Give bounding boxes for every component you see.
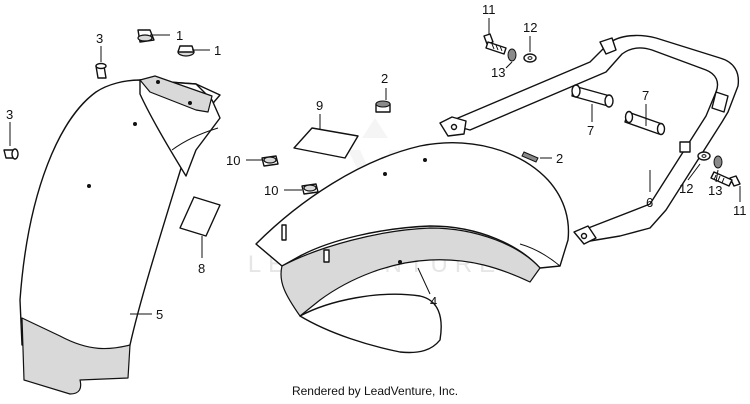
front-fender[interactable]	[19, 75, 221, 395]
nut-upper[interactable]	[261, 155, 279, 167]
fender-bolt-lower[interactable]	[3, 148, 19, 160]
callout-labels: 1 1 2 2 3 3 4 5 6 7 7 8 9 10 10 11 11 12…	[6, 2, 747, 322]
callout-10-lower: 10	[264, 183, 278, 198]
callout-5: 5	[156, 307, 163, 322]
nut-lower[interactable]	[301, 183, 319, 195]
grab-rail[interactable]	[439, 34, 740, 245]
credit-text: Rendered by LeadVenture, Inc.	[291, 384, 459, 398]
callout-10-upper: 10	[226, 153, 240, 168]
washer-lower[interactable]	[697, 151, 711, 161]
callout-11-lower: 11	[733, 203, 747, 218]
callout-12-lower: 12	[679, 181, 693, 196]
callout-2-lower: 2	[556, 151, 563, 166]
bolt-upper[interactable]	[483, 33, 507, 55]
rubber-upper[interactable]	[375, 100, 391, 113]
rubber-lower[interactable]	[521, 151, 539, 163]
collar-lower[interactable]	[624, 110, 666, 136]
callout-6: 6	[646, 195, 653, 210]
grommet-upper[interactable]	[137, 29, 155, 43]
callout-3-lower: 3	[6, 107, 13, 122]
rear-fender[interactable]	[255, 142, 570, 354]
callout-13-upper: 13	[491, 65, 505, 80]
lock-washer-lower[interactable]	[713, 155, 723, 169]
callout-7-right: 7	[642, 88, 649, 103]
callout-7-left: 7	[587, 123, 594, 138]
callout-13-lower: 13	[708, 183, 722, 198]
callout-1-lower: 1	[214, 43, 221, 58]
callout-1-upper: 1	[176, 28, 183, 43]
collar-upper[interactable]	[571, 84, 614, 108]
callout-3-upper: 3	[96, 31, 103, 46]
bolt-lower[interactable]	[710, 171, 741, 187]
grommet-lower[interactable]	[177, 45, 195, 57]
callout-2-upper: 2	[381, 71, 388, 86]
label-9[interactable]	[293, 127, 359, 159]
label-8[interactable]	[179, 196, 221, 237]
callout-11-upper: 11	[482, 2, 496, 17]
washer-upper[interactable]	[523, 53, 537, 63]
fender-bolt-upper[interactable]	[95, 62, 107, 79]
lock-washer-upper[interactable]	[507, 48, 517, 62]
callout-4: 4	[430, 294, 437, 309]
callout-9: 9	[316, 98, 323, 113]
callout-12-upper: 12	[523, 20, 537, 35]
leader-lines	[9, 18, 741, 315]
callout-8: 8	[198, 261, 205, 276]
